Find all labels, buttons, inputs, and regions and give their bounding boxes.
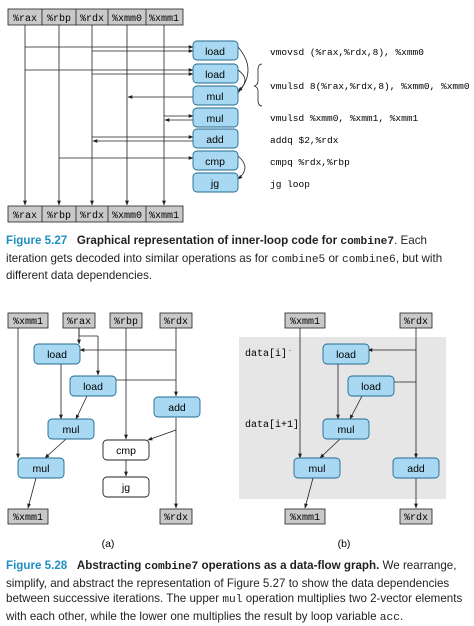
instr-vmulsd-1: vmulsd 8(%rax,%rdx,8), %xmm0, %xmm0 <box>270 81 470 92</box>
brace <box>253 63 263 107</box>
caption-5-28-code1: mul <box>222 594 243 606</box>
a-op-load-1: load <box>47 349 67 361</box>
caption-5-28-text-a: We rearrange, simplify, and abstract the… <box>6 559 457 605</box>
figure-5-28b: %xmm1 %rdx %xmm1 %rdx data[i] data[i+1] … <box>239 312 446 550</box>
top-reg-xmm0: %xmm0 <box>112 14 142 25</box>
caption-5-28-text-c: . <box>399 609 404 623</box>
a-op-cmp: cmp <box>116 445 136 457</box>
op-mul-1: mul <box>207 91 224 103</box>
panel-label-b: (b) <box>338 538 351 550</box>
caption-5-28: Figure 5.28 Abstracting combine7 operati… <box>6 558 468 626</box>
b-top-xmm1: %xmm1 <box>290 317 320 328</box>
b-op-load-1: load <box>336 349 356 361</box>
a-top-rbp: %rbp <box>114 316 138 328</box>
caption-5-27-title-code: combine7 <box>340 236 395 248</box>
top-register-bar: %rax %rbp %rdx %xmm0 %xmm1 <box>7 8 184 26</box>
caption-5-27: Figure 5.27 Graphical representation of … <box>6 234 443 283</box>
b-op-load-2: load <box>361 381 381 393</box>
figure-5-28a: %xmm1 %rax %rbp %rdx %xmm1 %rdx <box>7 312 201 550</box>
top-reg-rbp: %rbp <box>47 13 71 25</box>
caption-5-28-code2: acc <box>379 611 400 624</box>
caption-5-28-number: Figure 5.28 <box>6 559 68 572</box>
bottom-reg-xmm0: %xmm0 <box>112 211 142 222</box>
caption-5-27-text-b: or <box>328 251 339 265</box>
op-mul-2: mul <box>207 113 224 125</box>
a-top-rax: %rax <box>67 317 91 328</box>
caption-5-28-title-a: Abstracting <box>76 559 142 572</box>
caption-5-28-title-b: operations as a data-flow graph. <box>201 559 380 572</box>
a-bottom-rdx: %rdx <box>164 512 188 524</box>
bottom-reg-rdx: %rdx <box>80 210 104 222</box>
caption-5-27-code2: combine6 <box>342 253 396 266</box>
caption-5-27-title: Graphical representation of inner-loop c… <box>76 234 338 247</box>
a-op-jg: jg <box>121 482 130 494</box>
b-top-rdx: %rdx <box>404 316 428 328</box>
b-bottom-rdx: %rdx <box>404 512 428 524</box>
a-top-rdx: %rdx <box>164 316 188 328</box>
b-data-i1-label: data[i+1] <box>245 419 299 431</box>
a-op-mul-2: mul <box>33 463 50 475</box>
op-add: add <box>206 134 224 146</box>
top-reg-rdx: %rdx <box>80 13 104 25</box>
top-reg-xmm1: %xmm1 <box>149 14 179 25</box>
op-jg: jg <box>210 178 219 190</box>
b-bottom-xmm1: %xmm1 <box>290 513 320 524</box>
bottom-reg-xmm1: %xmm1 <box>149 211 179 222</box>
a-bottom-xmm1: %xmm1 <box>13 513 43 524</box>
b-op-mul-1: mul <box>338 424 355 436</box>
instructions: vmovsd (%rax,%rdx,8), %xmm0 vmulsd 8(%ra… <box>270 47 470 190</box>
caption-5-27-text-c: , but with different data dependencies. <box>6 251 443 283</box>
instr-vmulsd-2: vmulsd %xmm0, %xmm1, %xmm1 <box>270 113 419 124</box>
a-op-mul-1: mul <box>63 424 80 436</box>
b-op-add: add <box>407 463 425 475</box>
register-lines <box>23 25 249 206</box>
caption-5-27-number: Figure 5.27 <box>6 234 68 247</box>
caption-5-27-text-a: Each iteration gets decoded into similar… <box>6 234 427 265</box>
instr-jg: jg loop <box>270 179 310 190</box>
figure-5-27: %rax %rbp %rdx %xmm0 %xmm1 %rax %rbp %rd… <box>7 8 470 223</box>
a-op-add: add <box>168 402 186 414</box>
b-data-i-label: data[i] <box>245 348 287 360</box>
a-op-load-2: load <box>83 381 103 393</box>
instr-addq: addq $2,%rdx <box>270 135 339 146</box>
op-load-2: load <box>205 69 225 81</box>
fig527-ops: load load mul mul add cmp jg <box>192 40 239 193</box>
op-cmp: cmp <box>205 156 225 168</box>
a-top-xmm1: %xmm1 <box>13 317 43 328</box>
op-load-1: load <box>205 46 225 58</box>
bottom-reg-rbp: %rbp <box>47 210 71 222</box>
bottom-reg-rax: %rax <box>13 211 37 222</box>
instr-cmpq: cmpq %rdx,%rbp <box>270 157 350 168</box>
b-op-mul-2: mul <box>309 463 326 475</box>
bottom-register-bar: %rax %rbp %rdx %xmm0 %xmm1 <box>7 205 184 223</box>
caption-5-28-title-code: combine7 <box>144 561 199 573</box>
panel-label-a: (a) <box>102 538 115 550</box>
instr-vmovsd: vmovsd (%rax,%rdx,8), %xmm0 <box>270 47 424 58</box>
top-reg-rax: %rax <box>13 14 37 25</box>
caption-5-27-code1: combine5 <box>271 253 326 266</box>
